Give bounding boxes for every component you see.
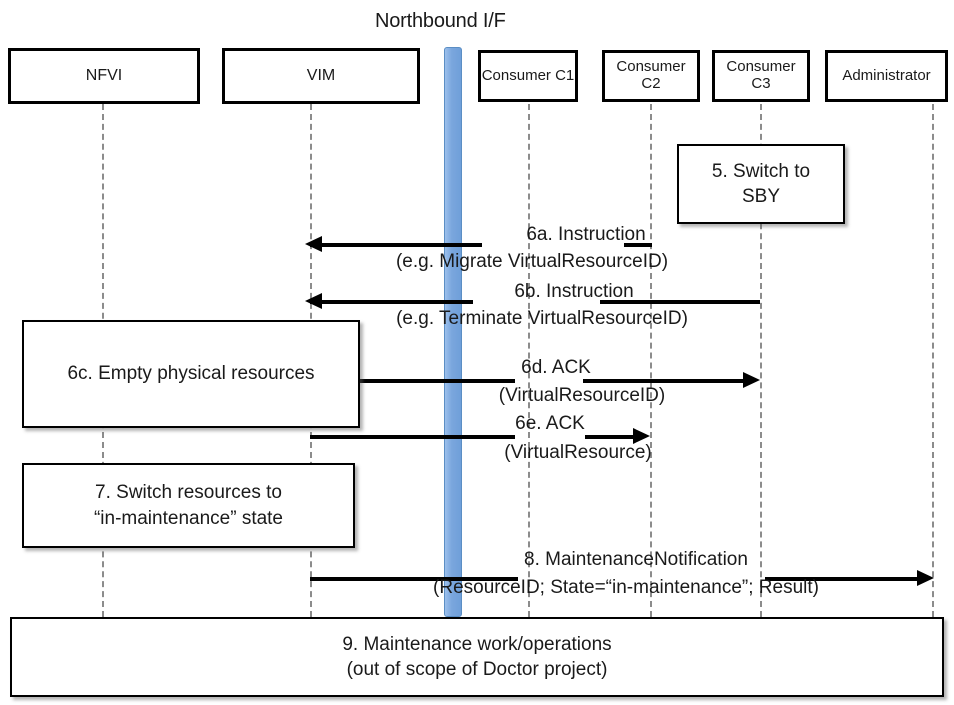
actor-label-vim: VIM (306, 67, 336, 85)
actor-box-administrator[interactable]: Administrator (825, 50, 948, 102)
note-empty-physical-resources[interactable]: 6c. Empty physical resources (22, 320, 360, 428)
note-switch-resources-maintenance-line2: “in-maintenance” state (93, 507, 284, 529)
note-maintenance-work-line1: 9. Maintenance work/operations (342, 633, 612, 655)
note-maintenance-work-line2: (out of scope of Doctor project) (346, 659, 608, 680)
message-6a-line-left (310, 243, 482, 247)
note-switch-to-sby-line2: SBY (741, 186, 781, 207)
actor-label-consumer-c2-line2: C2 (641, 75, 661, 92)
message-8-line-left (310, 577, 518, 581)
message-6d-label-line1: 6d. ACK (521, 357, 591, 378)
message-8-label-line1: 8. MaintenanceNotification (524, 549, 748, 570)
actor-box-vim[interactable]: VIM (222, 48, 420, 104)
message-6b-line-left (310, 300, 473, 304)
note-switch-resources-maintenance[interactable]: 7. Switch resources to “in-maintenance” … (22, 463, 355, 548)
message-8-arrowhead (917, 570, 934, 586)
message-6b-label-line2: (e.g. Terminate VirtualResourceID) (396, 308, 688, 329)
actor-label-consumer-c2-line1: Consumer (616, 58, 686, 76)
note-switch-resources-maintenance-line1: 7. Switch resources to (95, 482, 282, 504)
lifeline-administrator (932, 104, 934, 617)
message-6a-label-line2: (e.g. Migrate VirtualResourceID) (395, 251, 669, 272)
message-6e-label-line2: (VirtualResource) (504, 442, 652, 463)
northbound-interface-bar (444, 47, 462, 617)
actor-label-consumer-c1-line2: C1 (555, 66, 575, 84)
lifeline-consumer-c1 (528, 104, 530, 617)
actor-label-nfvi: NFVI (85, 67, 123, 85)
message-6b-label-line1: 6b. Instruction (514, 281, 634, 302)
message-8-line-right (765, 577, 917, 581)
actor-label-consumer-c3-line2: C3 (751, 75, 771, 92)
note-empty-physical-resources-line1: 6c. Empty physical resources (67, 363, 315, 385)
actor-label-consumer-c3-line1: Consumer (726, 58, 796, 76)
message-6a-line-right (624, 243, 652, 247)
actor-label-administrator: Administrator (842, 66, 931, 84)
message-6d-line-right (583, 379, 743, 383)
actor-box-consumer-c2[interactable]: Consumer C2 (602, 50, 700, 102)
message-6a-arrowhead (305, 236, 322, 252)
message-6d-line-left (358, 379, 515, 383)
message-6a-label-line1: 6a. Instruction (526, 224, 646, 245)
note-switch-to-sby[interactable]: 5. Switch to SBY (677, 144, 845, 224)
message-8-label-line2: (ResourceID; State=“in-maintenance”; Res… (433, 577, 819, 598)
message-6d-arrowhead (743, 372, 760, 388)
message-6e-line-right (585, 435, 637, 439)
message-6b-arrowhead (305, 293, 322, 309)
lifeline-consumer-c3 (760, 104, 762, 617)
actor-box-consumer-c1[interactable]: Consumer C1 (478, 50, 578, 102)
lifeline-consumer-c2 (650, 104, 652, 617)
note-maintenance-work[interactable]: 9. Maintenance work/operations (out of s… (10, 617, 944, 697)
actor-box-consumer-c3[interactable]: Consumer C3 (712, 50, 810, 102)
message-6d-label-line2: (VirtualResourceID) (498, 385, 666, 406)
message-6e-label-line1: 6e. ACK (515, 413, 585, 434)
message-6b-line-right (600, 300, 760, 304)
note-switch-to-sby-line1: 5. Switch to (711, 160, 811, 182)
actor-label-consumer-c1-line1: Consumer (481, 66, 551, 84)
message-6e-line-left (310, 435, 515, 439)
diagram-title: Northbound I/F (375, 10, 506, 32)
actor-box-nfvi[interactable]: NFVI (8, 48, 200, 104)
message-6e-arrowhead (633, 428, 650, 444)
